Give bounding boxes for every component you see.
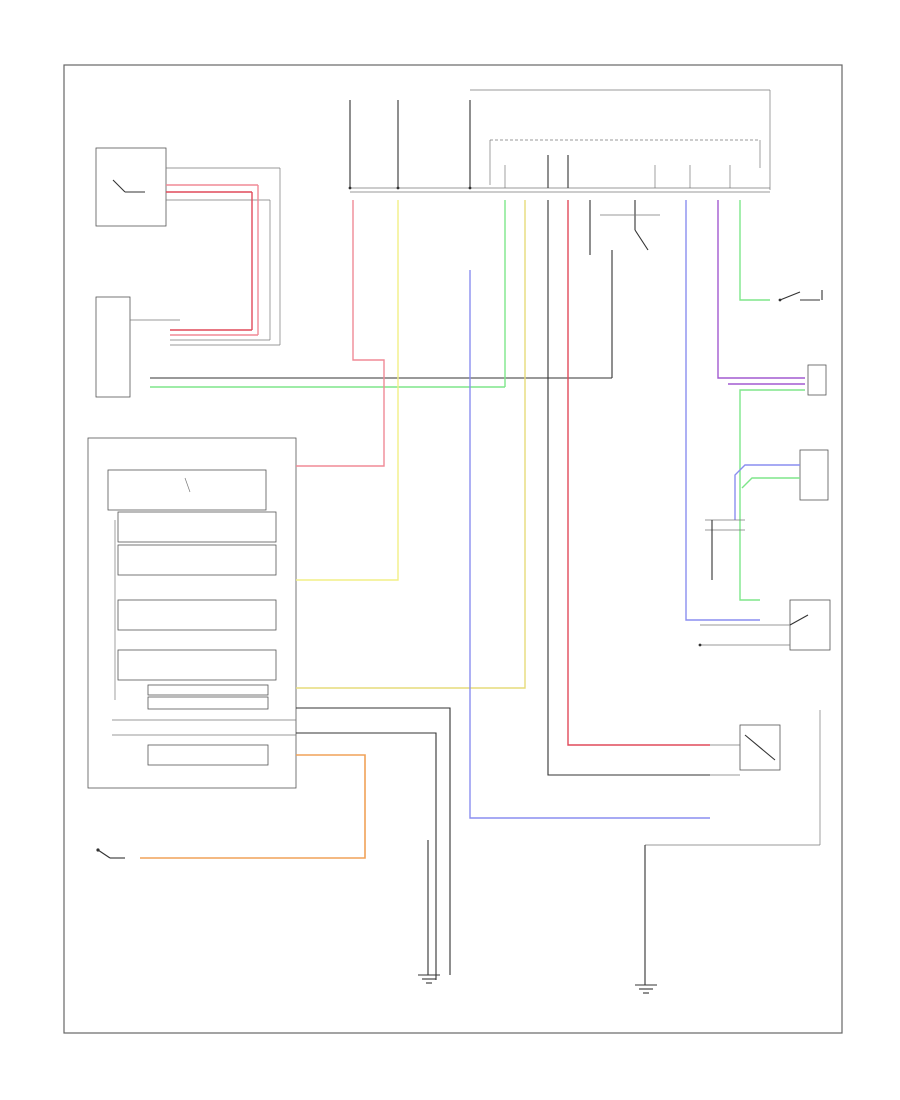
blue-wire-right	[685, 200, 760, 621]
black-wire-b	[296, 732, 437, 980]
top-left-switch	[95, 147, 281, 345]
red-wire-right	[567, 200, 710, 746]
diagram-frame	[63, 64, 843, 1034]
ground-left	[418, 840, 440, 984]
right-connector-1	[728, 364, 827, 601]
pink-wire	[296, 200, 385, 467]
black-wire-a	[296, 707, 451, 975]
black-wire-right	[547, 200, 710, 776]
yellow-wire-lower	[296, 200, 526, 689]
ground-right	[635, 845, 657, 994]
blue-wire-left	[469, 270, 710, 819]
top-right-switch	[778, 290, 823, 302]
top-fuse-block	[348, 89, 771, 193]
purple-wire	[717, 200, 805, 379]
yellow-wire	[296, 200, 399, 581]
green-wire-right	[739, 200, 770, 301]
right-switch-area	[589, 200, 660, 255]
control-unit	[87, 437, 297, 789]
orange-wire	[140, 754, 366, 859]
right-lower-relay	[645, 710, 821, 846]
left-connector-block	[95, 250, 613, 398]
bottom-left-switch	[96, 848, 125, 859]
right-connector-2	[705, 449, 829, 580]
right-actuator	[698, 599, 831, 651]
